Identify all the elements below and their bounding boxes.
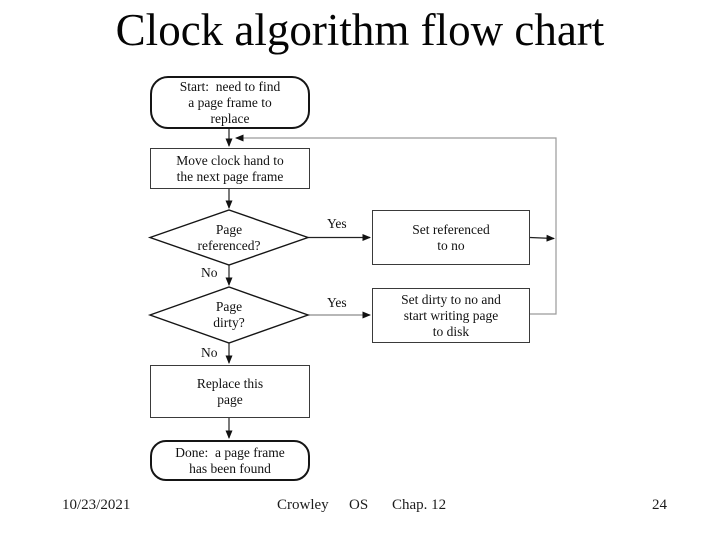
decision-page-dirty-shape [147,286,311,344]
set-referenced-label: Set referenced to no [412,221,490,253]
replace-page-label: Replace this page [196,375,264,407]
page-title: Clock algorithm flow chart [115,5,605,55]
set-dirty-label: Set dirty to no and start writing page t… [401,291,501,339]
move-clock-hand-node: Move clock hand to the next page frame [150,148,310,189]
done-node-label: Done: a page frame has been found [175,444,285,476]
footer-date: 10/23/2021 [62,497,131,513]
move-clock-hand-label: Move clock hand to the next page frame [176,152,284,184]
replace-page-node: Replace this page [150,365,310,418]
dirty-no-label: No [201,345,218,360]
referenced-yes-label: Yes [327,216,347,231]
footer-chapter: Chap. 12 [392,497,447,513]
edge-feedback-loop [235,134,557,315]
footer-page-number: 24 [652,497,667,513]
edge-setreferenced-to-loop [529,234,555,242]
dirty-yes-label: Yes [327,295,347,310]
set-referenced-node: Set referenced to no [372,210,530,265]
set-dirty-node: Set dirty to no and start writing page t… [372,288,530,343]
start-node: Start: need to find a page frame to repl… [150,76,310,129]
decision-page-dirty-label: Page dirty? [213,298,245,330]
decision-page-referenced-shape [147,209,311,266]
footer-course: OS [349,497,369,513]
footer-author: Crowley [277,497,329,513]
start-node-label: Start: need to find a page frame to repl… [179,78,281,126]
done-node: Done: a page frame has been found [150,440,310,481]
decision-page-referenced-label: Page referenced? [197,221,261,253]
referenced-no-label: No [201,265,218,280]
